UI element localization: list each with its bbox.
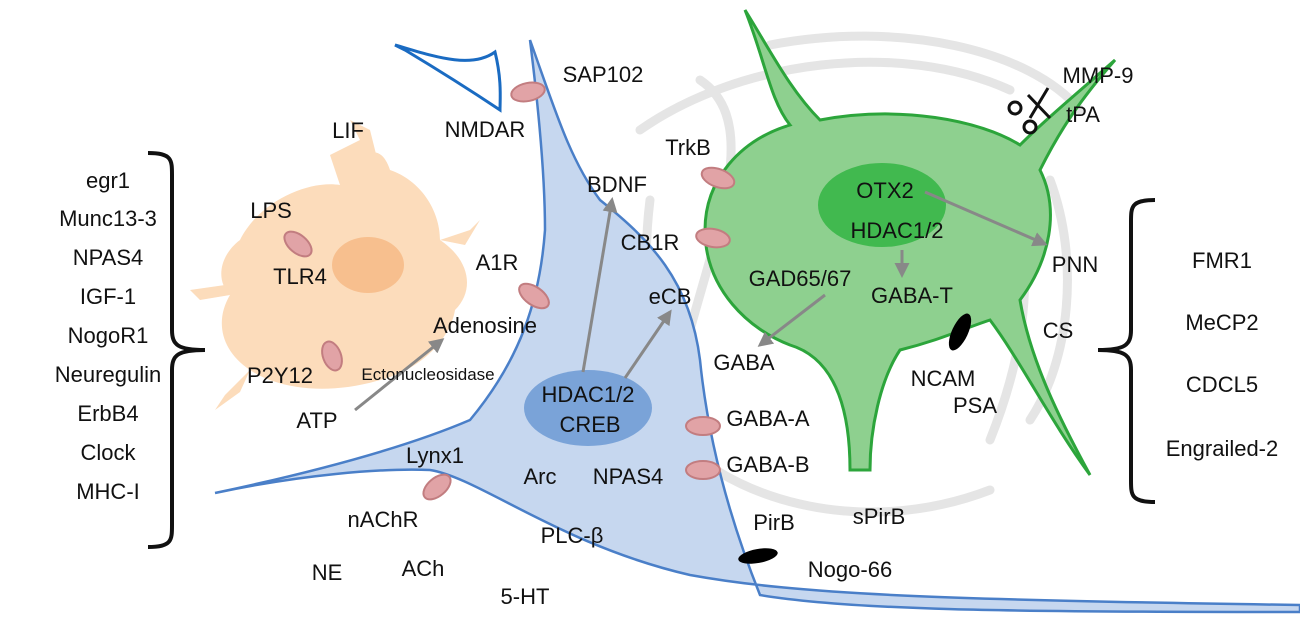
label-tlr4: TLR4 [273,264,327,289]
label-nachr: nAChR [348,507,419,532]
label-lps: LPS [250,198,292,223]
label-bdnf: BDNF [587,172,647,197]
label-trkb: TrkB [665,135,711,160]
cb1r-receptor [695,227,731,249]
label-5ht: 5-HT [501,584,550,609]
left-list-item: ErbB4 [77,401,138,426]
right-list-item: CDCL5 [1186,372,1258,397]
left-list-item: NogoR1 [68,323,149,348]
trkb-receptor [700,166,736,190]
label-creb: CREB [559,412,620,437]
label-gaba: GABA [713,350,774,375]
interneuron-nucleus [818,163,946,247]
label-plc: PLC-β [541,523,604,548]
label-a1r: A1R [476,250,519,275]
a1r-receptor [518,282,550,310]
sap102-receptor [510,81,546,103]
label-pnn: PNN [1052,252,1098,277]
left-list-item: egr1 [86,168,130,193]
label-npas4: NPAS4 [593,464,664,489]
right-list-item: MeCP2 [1185,310,1258,335]
label-gaba-t: GABA-T [871,283,953,308]
labels: LIF LPS TLR4 P2Y12 ATP Adenosine Ectonuc… [247,62,1133,609]
label-p2y12: P2Y12 [247,363,313,388]
tlr4-receptor [283,230,313,258]
scissors-icon [1007,87,1052,135]
ncam-marker [948,313,972,351]
label-cb1r: CB1R [621,230,680,255]
label-arc: Arc [524,464,557,489]
right-bracket [1097,198,1156,504]
gaba-a-receptor [685,416,721,436]
right-list-item: Engrailed-2 [1166,436,1279,461]
p2y12-receptor [321,340,343,372]
arrow-gad-gaba [757,293,826,347]
label-spirb: sPirB [853,504,906,529]
label-hdac-interneuron: HDAC1/2 [851,218,944,243]
pyramidal-neuron [214,39,1300,614]
left-gene-list: egr1 Munc13-3 NPAS4 IGF-1 NogoR1 Neuregu… [55,168,161,504]
label-gad: GAD65/67 [749,266,852,291]
arrows [354,190,1048,412]
pirb-marker [738,548,778,564]
label-nmdar: NMDAR [445,117,526,142]
label-ecb: eCB [649,284,692,309]
label-atp: ATP [296,408,337,433]
arrow-creb-bdnf [581,197,618,373]
label-ach: ACh [402,556,445,581]
label-mmp9: MMP-9 [1063,63,1134,88]
left-list-item: IGF-1 [80,284,136,309]
left-list-item: Clock [80,440,136,465]
label-otx2: OTX2 [856,178,913,203]
label-tpa: tPA [1066,102,1100,127]
label-psa: PSA [953,393,997,418]
left-bracket [147,151,206,549]
label-cs: CS [1043,318,1074,343]
glia-nucleus [332,237,404,293]
gaba-b-receptor [685,460,721,480]
label-hdac-neuron: HDAC1/2 [542,382,635,407]
label-ectonucleosidase: Ectonucleosidase [361,365,494,384]
neuron-nucleus [524,370,652,446]
left-list-item: MHC-I [76,479,140,504]
label-lynx1: Lynx1 [406,443,464,468]
label-lif: LIF [332,118,364,143]
label-ncam: NCAM [911,366,976,391]
left-list-item: NPAS4 [73,245,144,270]
lynx1-receptor [422,473,452,501]
right-list-item: FMR1 [1192,248,1252,273]
right-gene-list: FMR1 MeCP2 CDCL5 Engrailed-2 [1166,248,1279,461]
arrow-atp-adenosine [354,338,445,412]
arrow-creb-ecb [623,309,672,379]
glial-cell [190,120,480,410]
interneuron [703,9,1117,476]
left-list-item: Neuregulin [55,362,161,387]
left-list-item: Munc13-3 [59,206,157,231]
arrow-otx2-pnn [924,190,1048,247]
label-sap102: SAP102 [563,62,644,87]
receptors [283,81,736,501]
label-adenosine: Adenosine [433,313,537,338]
label-pirb: PirB [753,510,795,535]
label-gaba-b: GABA-B [726,452,809,477]
label-nogo66: Nogo-66 [808,557,892,582]
label-ne: NE [312,560,343,585]
label-gaba-a: GABA-A [726,406,809,431]
presynaptic-terminal [394,43,502,113]
